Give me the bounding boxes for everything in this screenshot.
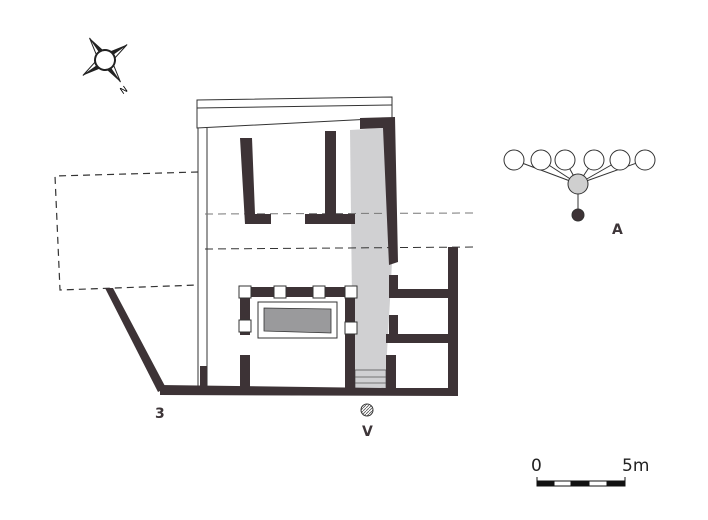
- diagram-a: [503, 149, 656, 222]
- pillars: [238, 285, 358, 335]
- basin: [263, 307, 332, 334]
- corridor: [350, 128, 392, 370]
- scale-bar: [536, 477, 626, 487]
- compass-rose-icon: [82, 37, 128, 83]
- walls: [160, 117, 458, 396]
- diagram-key-label: A: [612, 222, 623, 238]
- north-label: N: [119, 85, 130, 97]
- west-wall: [197, 128, 208, 390]
- annex-outline: [54, 171, 199, 291]
- room-number-label: 3: [155, 406, 165, 422]
- scale-end-label: 5m: [622, 456, 650, 476]
- well-label: V: [362, 424, 373, 440]
- dashed-line-lower: [204, 246, 476, 250]
- diagonal-wall: [105, 288, 166, 392]
- well-icon: [360, 403, 374, 417]
- top-band: [196, 96, 393, 129]
- scale-start-label: 0: [531, 456, 542, 476]
